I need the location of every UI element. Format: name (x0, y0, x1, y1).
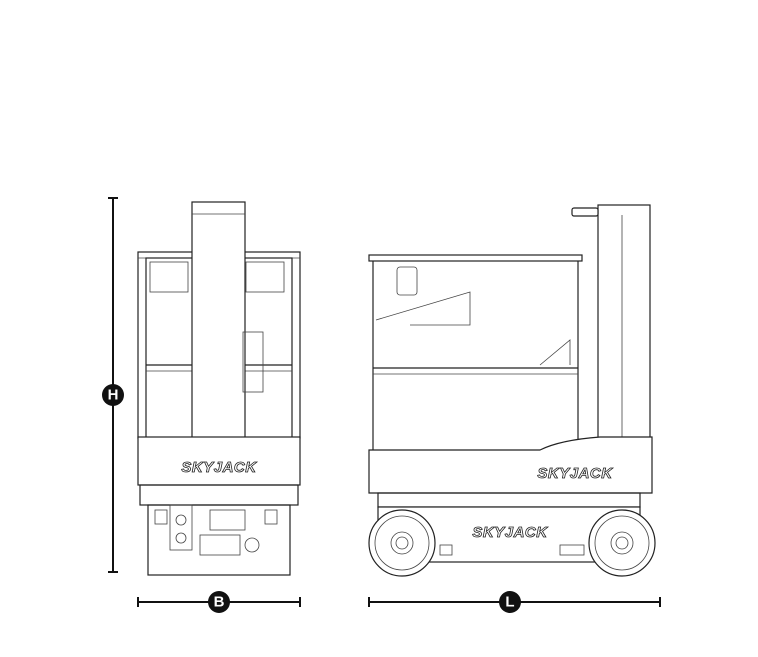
height-dimension: H (102, 197, 124, 573)
side-upper-logo: SKYJACK (537, 465, 613, 482)
length-label: L (505, 594, 514, 611)
width-dimension: B (137, 591, 301, 613)
front-logo: SKYJACK (181, 459, 257, 476)
front-wheel (588, 509, 656, 577)
front-view: SKYJACK (137, 201, 301, 576)
side-lower-logo: SKYJACK (472, 524, 548, 541)
length-dimension: L (368, 591, 661, 613)
rear-wheel (368, 509, 436, 577)
side-view: SKYJACK SKYJACK (368, 204, 656, 577)
width-label: B (214, 594, 225, 611)
height-label: H (108, 387, 119, 404)
